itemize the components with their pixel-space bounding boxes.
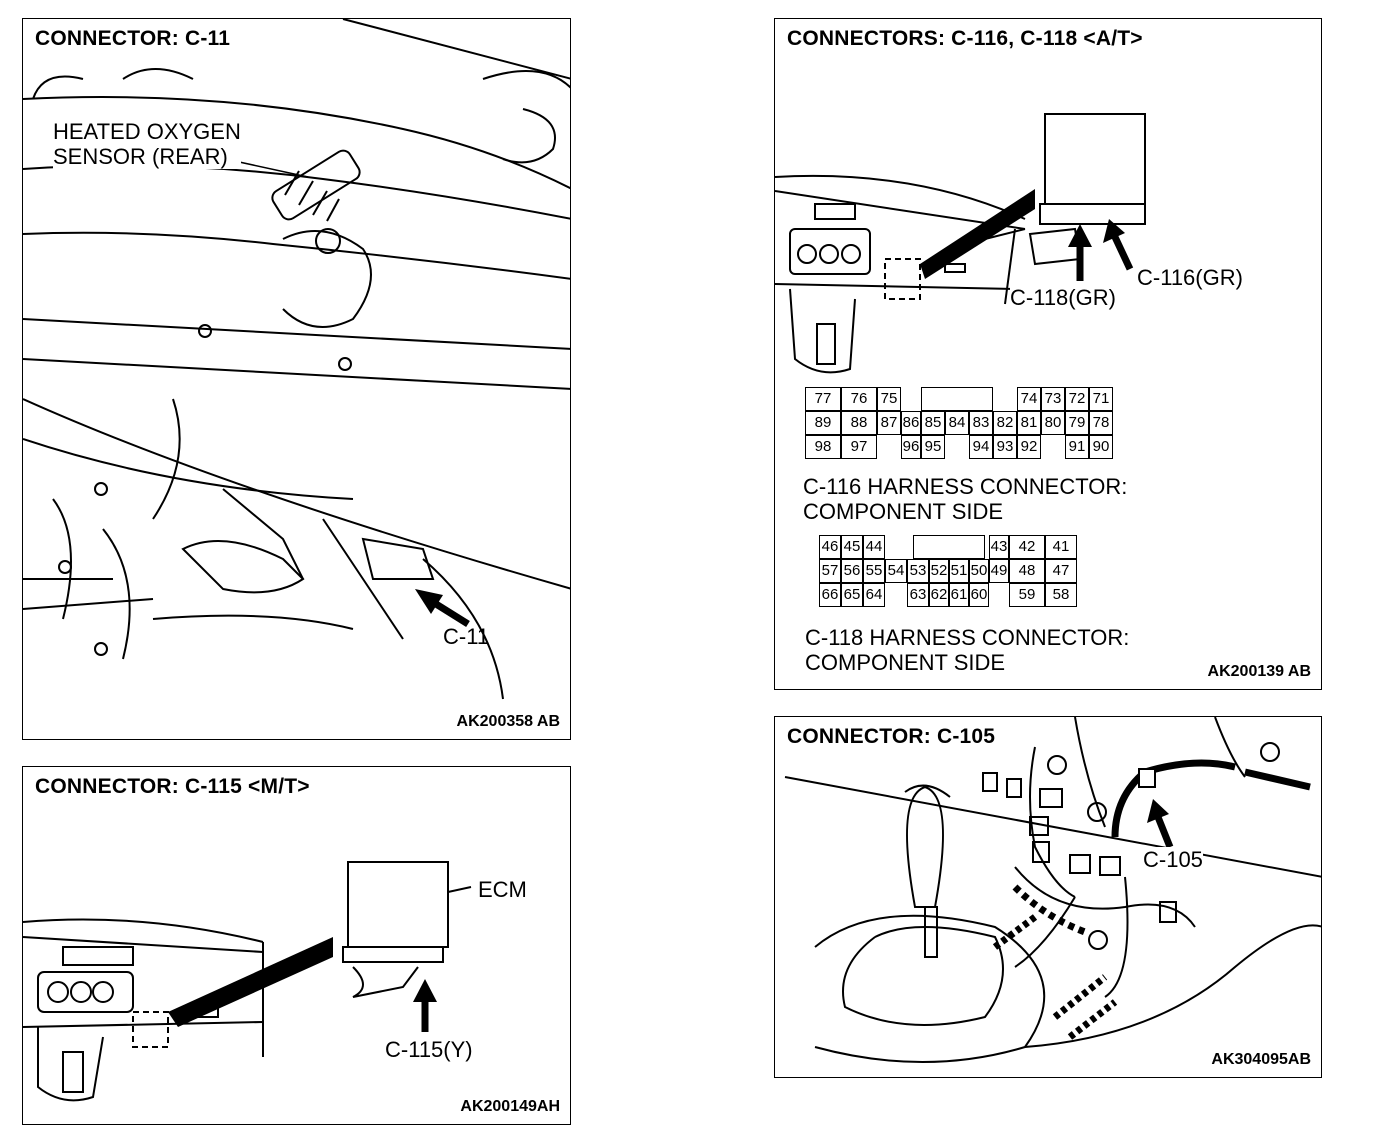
figure-code: AK200149AH <box>460 1098 560 1115</box>
c118-caption: C-118 HARNESS CONNECTOR: COMPONENT SIDE <box>805 625 1129 675</box>
pin-cell: 98 <box>805 435 841 459</box>
panel-title: CONNECTOR: C-105 <box>787 725 1000 749</box>
pin-cell: 48 <box>1009 559 1045 583</box>
pin-cell: 52 <box>929 559 949 583</box>
caption-line: COMPONENT SIDE <box>805 650 1006 675</box>
pin-cell: 46 <box>819 535 841 559</box>
panel-title: CONNECTORS: C-116, C-118 <A/T> <box>787 27 1147 51</box>
pin-cell: 50 <box>969 559 989 583</box>
pin-cell: 66 <box>819 583 841 607</box>
figure-code: AK304095AB <box>1211 1051 1311 1068</box>
connector-key-slot <box>921 387 993 411</box>
panel-title: CONNECTOR: C-11 <box>35 27 235 51</box>
pin-cell: 86 <box>901 411 921 435</box>
ecm-label: ECM <box>478 877 527 902</box>
pin-cell: 90 <box>1089 435 1113 459</box>
connector-c115-label: C-115(Y) <box>385 1037 473 1062</box>
pin-cell: 89 <box>805 411 841 435</box>
panel-connector-c105: CONNECTOR: C-105 C-105 AK304095AB <box>774 716 1322 1078</box>
pin-cell: 80 <box>1041 411 1065 435</box>
pin-cell: 47 <box>1045 559 1077 583</box>
connector-c118-label: C-118(GR) <box>1010 285 1116 310</box>
pin-cell: 79 <box>1065 411 1089 435</box>
panel-connector-c115: CONNECTOR: C-115 <M/T> ECM C-115(Y) AK20… <box>22 766 571 1125</box>
figure-code: AK200358 AB <box>456 713 560 730</box>
panel-connectors-c116-c118: CONNECTORS: C-116, C-118 <A/T> C-116(GR)… <box>774 18 1322 690</box>
pin-cell: 51 <box>949 559 969 583</box>
panel-title: CONNECTOR: C-115 <M/T> <box>35 775 314 799</box>
pin-cell: 44 <box>863 535 885 559</box>
pin-cell: 73 <box>1041 387 1065 411</box>
pin-cell: 72 <box>1065 387 1089 411</box>
pin-cell: 91 <box>1065 435 1089 459</box>
caption-line: C-118 HARNESS CONNECTOR: <box>805 625 1130 650</box>
pin-cell: 74 <box>1017 387 1041 411</box>
pin-cell: 63 <box>907 583 929 607</box>
pin-cell: 75 <box>877 387 901 411</box>
pin-cell: 85 <box>921 411 945 435</box>
pin-cell: 49 <box>989 559 1009 583</box>
pin-cell: 97 <box>841 435 877 459</box>
connector-c105-label: C-105 <box>1143 847 1203 872</box>
pin-cell: 88 <box>841 411 877 435</box>
pin-cell: 43 <box>989 535 1009 559</box>
label-line: SENSOR (REAR) <box>53 144 228 169</box>
pin-cell: 82 <box>993 411 1017 435</box>
pin-cell: 55 <box>863 559 885 583</box>
pin-cell: 84 <box>945 411 969 435</box>
pin-cell: 78 <box>1089 411 1113 435</box>
caption-line: C-116 HARNESS CONNECTOR: <box>803 474 1128 499</box>
connector-c11-label: C-11 <box>443 624 490 649</box>
connector-key-slot <box>913 535 985 559</box>
pin-cell: 87 <box>877 411 901 435</box>
pin-cell: 71 <box>1089 387 1113 411</box>
c105-illustration <box>784 717 1321 1063</box>
pin-cell: 41 <box>1045 535 1077 559</box>
pin-cell: 57 <box>819 559 841 583</box>
pin-cell: 81 <box>1017 411 1041 435</box>
pin-cell: 94 <box>969 435 993 459</box>
pin-cell: 60 <box>969 583 989 607</box>
pin-cell: 83 <box>969 411 993 435</box>
connector-c116-label: C-116(GR) <box>1137 265 1243 290</box>
pin-cell: 54 <box>885 559 907 583</box>
pin-cell: 77 <box>805 387 841 411</box>
pin-cell: 62 <box>929 583 949 607</box>
pin-cell: 58 <box>1045 583 1077 607</box>
pin-cell: 92 <box>1017 435 1041 459</box>
pin-cell: 64 <box>863 583 885 607</box>
pin-cell: 59 <box>1009 583 1045 607</box>
c116-caption: C-116 HARNESS CONNECTOR: COMPONENT SIDE <box>803 474 1127 524</box>
panel-connector-c11: CONNECTOR: C-11 HEATED OXYGEN SENSOR (RE… <box>22 18 571 740</box>
pin-cell: 95 <box>921 435 945 459</box>
pin-cell: 53 <box>907 559 929 583</box>
pin-cell: 61 <box>949 583 969 607</box>
pin-cell: 45 <box>841 535 863 559</box>
pin-cell: 42 <box>1009 535 1045 559</box>
heated-oxygen-sensor-label: HEATED OXYGEN SENSOR (REAR) <box>53 119 241 169</box>
c115-illustration <box>23 861 472 1102</box>
pin-cell: 56 <box>841 559 863 583</box>
pin-cell: 93 <box>993 435 1017 459</box>
pin-cell: 65 <box>841 583 863 607</box>
pin-cell: 76 <box>841 387 877 411</box>
figure-code: AK200139 AB <box>1207 663 1311 680</box>
pin-cell: 96 <box>901 435 921 459</box>
label-line: HEATED OXYGEN <box>53 119 241 144</box>
caption-line: COMPONENT SIDE <box>803 499 1004 524</box>
c116-c118-illustration <box>775 113 1146 374</box>
